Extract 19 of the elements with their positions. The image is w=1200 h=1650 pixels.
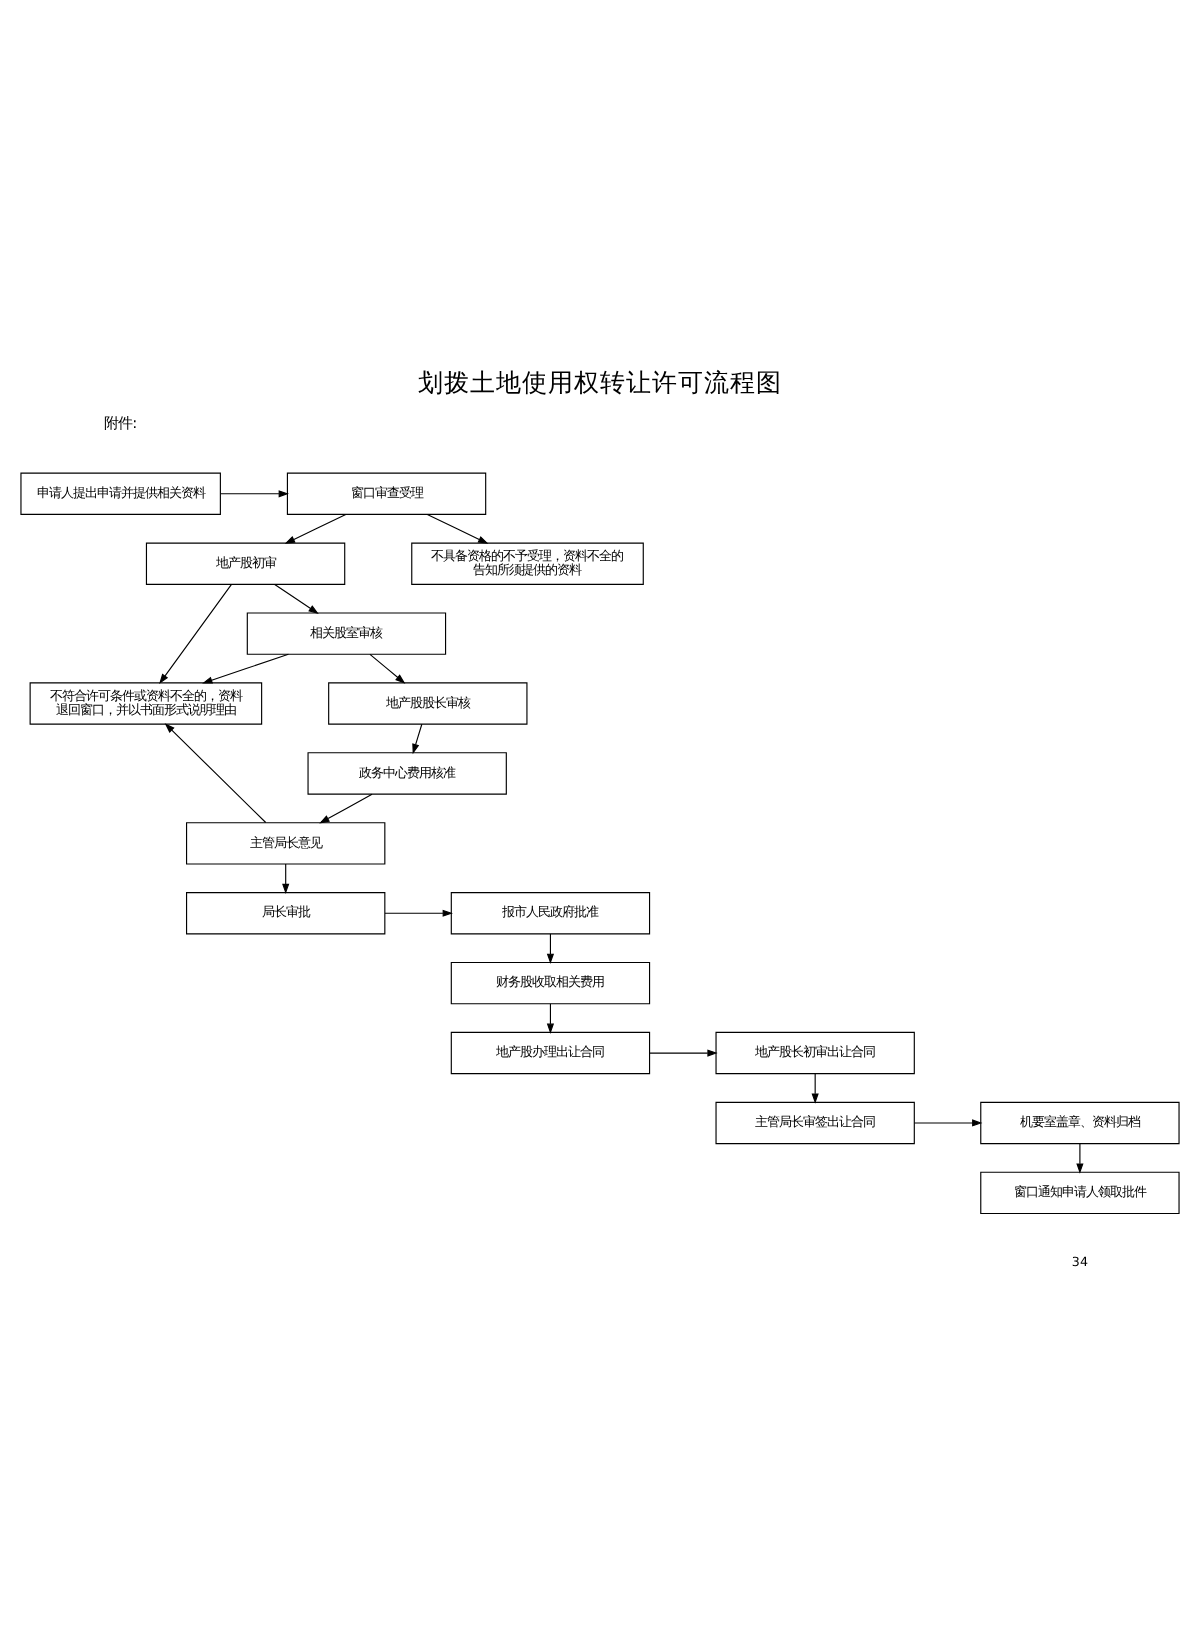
arrow — [384, 909, 453, 917]
arrow — [220, 490, 289, 498]
arrow — [319, 793, 373, 824]
arrow — [1076, 1143, 1084, 1174]
arrow — [274, 583, 319, 614]
arrow — [159, 583, 232, 685]
arrow — [546, 933, 555, 964]
arrow — [546, 1003, 555, 1034]
arrow — [811, 1073, 819, 1104]
arrow — [282, 863, 290, 895]
arrow — [649, 1049, 718, 1057]
arrow — [913, 1119, 983, 1127]
arrow — [369, 653, 406, 684]
arrow — [284, 513, 347, 544]
arrow — [426, 513, 489, 544]
diagram-title: 划拨土地使用权转让许可流程图 — [418, 367, 782, 398]
arrow — [164, 723, 267, 824]
arrow — [202, 653, 289, 684]
arrow — [412, 723, 423, 755]
